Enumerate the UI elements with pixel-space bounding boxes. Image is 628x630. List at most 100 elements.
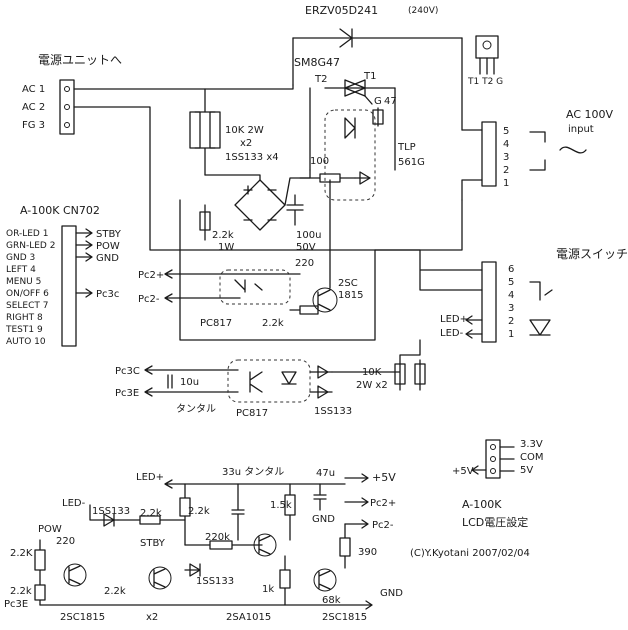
- snubber-count-label: x2: [240, 138, 252, 149]
- lower-res-w-label: 2W x2: [356, 380, 388, 391]
- bottom-transistor-a: [63, 563, 87, 587]
- bottom-pc2m-label: Pc2-: [372, 520, 394, 531]
- bottom-led-p-label: LED+: [136, 472, 164, 483]
- power-unit-pin-2: AC 2: [22, 102, 45, 113]
- bottom-r22k-b: [179, 483, 191, 546]
- mid-transistor-leads: [317, 289, 331, 311]
- bottom-gnd-small: GND: [312, 514, 335, 525]
- pc817-bottom-outline: [227, 359, 311, 403]
- cn702-stby-label: STBY: [96, 229, 122, 240]
- bottom-r22k-d-label: 2.2K: [10, 548, 33, 559]
- triac-t1-label: T1: [363, 71, 376, 82]
- svg-text:GND 3: GND 3: [6, 253, 35, 263]
- bottom-led-m-diode: [89, 504, 119, 527]
- lower-diode-label: 1SS133: [314, 406, 352, 417]
- note-title: A-100K: [462, 498, 502, 511]
- triac-gate-label: G: [374, 96, 382, 107]
- bottom-stby-label: STBY: [140, 538, 166, 549]
- mid-2k2-resistor: [289, 305, 319, 315]
- power-unit-title: 電源ユニットへ: [38, 53, 122, 67]
- bottom-transistor-b-leads: [153, 568, 166, 588]
- bottom-plus5v-label: +5V: [372, 471, 396, 484]
- pc3c-wire: [144, 365, 239, 375]
- bottom-pc3e-label: Pc3E: [4, 599, 28, 610]
- bottom-cap47-label: 47u: [316, 468, 335, 479]
- bottom-r390-label: 390: [358, 547, 377, 558]
- triac-t2-label: T2: [314, 74, 327, 85]
- power-switch-led-p: LED+: [440, 314, 468, 325]
- snubber-resistors: [189, 88, 221, 176]
- svg-text:3: 3: [508, 303, 514, 314]
- bottom-r1k: [279, 555, 291, 606]
- svg-text:AUTO 10: AUTO 10: [6, 337, 46, 347]
- power-unit-pin-1: AC 1: [22, 84, 45, 95]
- bottom-d1ss133-b: [184, 563, 201, 577]
- bottom-plus5v-arrow: [344, 473, 369, 483]
- pc817-top-label: PC817: [200, 318, 232, 329]
- power-switch-connector: [481, 261, 497, 343]
- bottom-d1ss133-b-label: 1SS133: [196, 576, 234, 587]
- lcd-pin-leads: [499, 446, 515, 472]
- gate-resistor: [372, 107, 384, 127]
- power-switch-led-m: LED-: [440, 328, 464, 339]
- bottom-r68k-label: 68k: [322, 595, 341, 606]
- pc817-bottom-internals: [249, 371, 297, 393]
- ac-input-subtitle: input: [568, 124, 594, 135]
- snubber-diodes-label: 1SS133 x4: [225, 152, 279, 163]
- bridge-cap-label: 100u: [296, 230, 321, 241]
- power-switch-wires: [374, 249, 483, 291]
- lower-pc817-label: PC817: [236, 408, 268, 419]
- bottom-transistor-b: [148, 566, 172, 590]
- cn702-signal-arrows: [75, 228, 93, 298]
- tlp-outline: [324, 109, 376, 201]
- cn702-title: A-100K CN702: [20, 204, 100, 217]
- triac-symbol: [309, 79, 396, 171]
- svg-text:ON/OFF 6: ON/OFF 6: [6, 289, 49, 299]
- bottom-cap47: [313, 483, 327, 511]
- mid-transistor-num: 1815: [338, 290, 363, 301]
- r100-resistor: [299, 173, 356, 183]
- bottom-cap33: [231, 483, 245, 541]
- mid-r22k-label: 2.2k: [262, 318, 284, 329]
- pc3e-wire: [144, 387, 239, 397]
- pc817-top-internals: [234, 279, 263, 293]
- bottom-d1ss133-label: 1SS133: [92, 506, 130, 517]
- svg-text:4: 4: [503, 139, 509, 150]
- bottom-r22k-e-label: 2.2k: [10, 586, 32, 597]
- bridge-res-label: 2.2k: [212, 230, 234, 241]
- cn702-gnd-label: GND: [96, 253, 119, 264]
- bridge-r100-label: 100: [310, 156, 329, 167]
- gate-resistor-label: 47: [384, 96, 397, 107]
- ac-input-wires: [461, 129, 483, 201]
- bottom-transistor-a-leads: [68, 565, 81, 585]
- bridge-cap-v-label: 50V: [296, 242, 316, 253]
- bottom-cap33-label: 33u タンタル: [222, 466, 284, 478]
- bottom-r220-label: 220: [56, 536, 75, 547]
- bottom-led-p-rail: [164, 479, 346, 489]
- svg-text:MENU 5: MENU 5: [6, 277, 41, 287]
- ac-input-pins: 5 4 3 2 1: [503, 126, 509, 189]
- svg-text:TEST1 9: TEST1 9: [5, 325, 43, 335]
- mid-transistor-label: 2SC: [338, 278, 358, 289]
- bottom-r22k-c-label: 2.2k: [104, 586, 126, 597]
- pc2m-wire: [164, 293, 241, 303]
- tlp-triac: [344, 117, 356, 139]
- svg-text:LEFT 4: LEFT 4: [6, 265, 36, 275]
- lower-pc3e-label: Pc3E: [115, 388, 139, 399]
- ac-input-plug-icon: [529, 131, 587, 171]
- lower-capacitor: [167, 374, 173, 389]
- pc2p-wire: [164, 269, 301, 279]
- power-switch-pins: 6 5 4 3 2 1: [508, 264, 514, 340]
- bottom-transistor-d: [313, 568, 337, 592]
- lcd-connector: [485, 439, 501, 479]
- svg-text:1: 1: [503, 178, 509, 189]
- to220-package-icon: [475, 35, 499, 75]
- note-subtitle: LCD電圧設定: [462, 515, 528, 529]
- credit-line: (C)Y.Kyotani 2007/02/04: [410, 548, 530, 559]
- lcd-5v-label: 5V: [520, 465, 533, 476]
- bottom-transistor-d-leads: [318, 570, 331, 590]
- bridge-res-w-label: 1W: [218, 242, 234, 253]
- bottom-pc2m-arrow: [344, 519, 369, 529]
- svg-text:5: 5: [503, 126, 509, 137]
- cn702-pow-label: POW: [96, 241, 120, 252]
